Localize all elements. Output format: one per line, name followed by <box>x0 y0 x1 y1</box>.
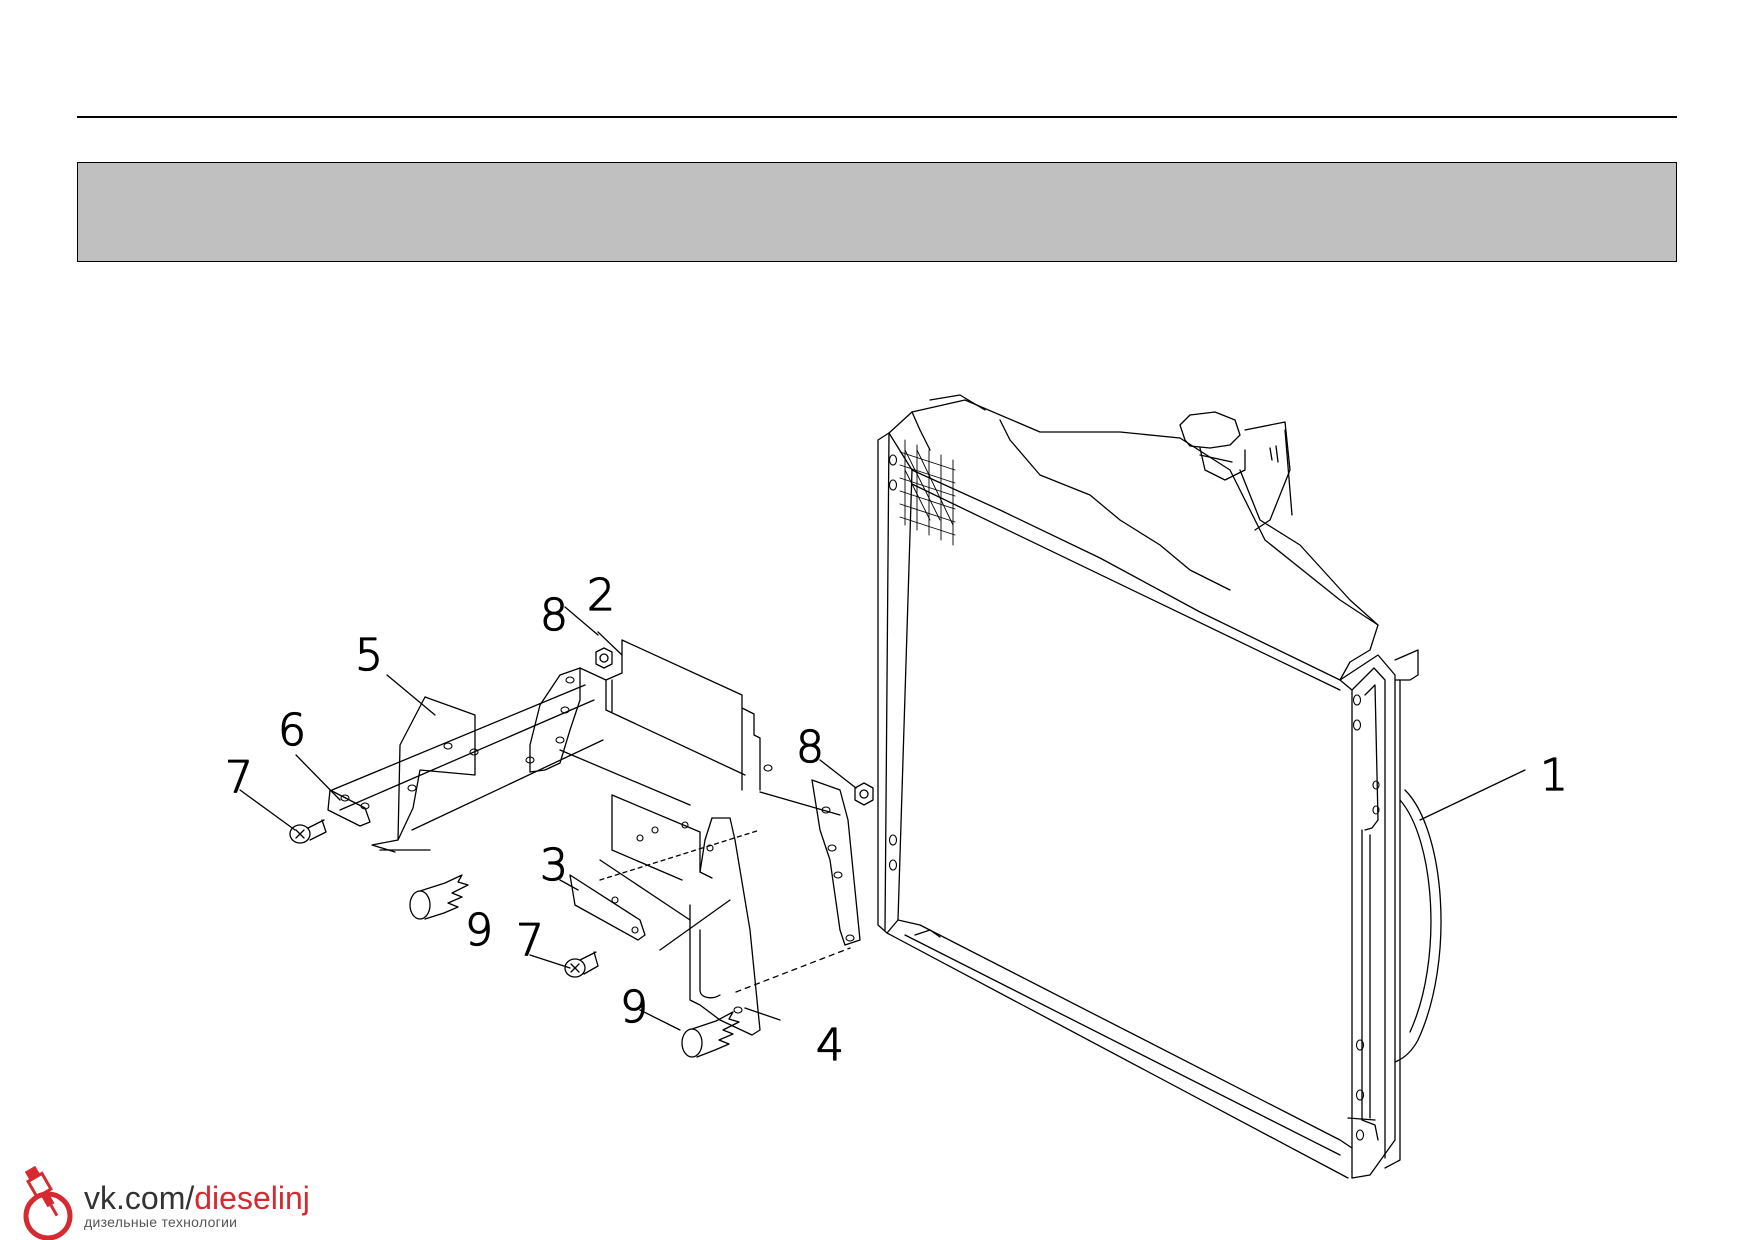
plug-9-lower <box>681 1011 740 1058</box>
watermark-url[interactable]: vk.com/dieselinj <box>84 1180 310 1216</box>
nut-8-upper <box>595 647 613 669</box>
callout-2: 2 <box>587 570 615 621</box>
watermark-tagline: дизельные технологии <box>84 1214 238 1230</box>
callout-1: 1 <box>1540 750 1568 801</box>
top-rule <box>77 116 1677 118</box>
watermark: vk.com/dieselinj дизельные технологии <box>16 1160 316 1240</box>
callout-8a: 8 <box>540 590 568 641</box>
header-bar <box>77 162 1677 262</box>
callout-7b: 7 <box>516 915 544 966</box>
mounting-bracket-assembly <box>239 606 874 1058</box>
callout-4: 4 <box>816 1020 844 1071</box>
callout-5: 5 <box>355 630 383 681</box>
injector-pin-icon <box>23 1165 73 1240</box>
screw-7-right <box>564 951 599 978</box>
callout-7a: 7 <box>225 752 253 803</box>
nut-8-lower <box>854 782 874 806</box>
callout-8b: 8 <box>796 722 824 773</box>
radiator-assembly <box>877 394 1526 1179</box>
callout-9a: 9 <box>465 905 493 956</box>
callout-9b: 9 <box>620 982 648 1033</box>
callout-3: 3 <box>540 840 568 891</box>
plug-9-upper <box>409 874 469 920</box>
callout-6: 6 <box>278 705 306 756</box>
screw-7-left <box>289 819 327 844</box>
